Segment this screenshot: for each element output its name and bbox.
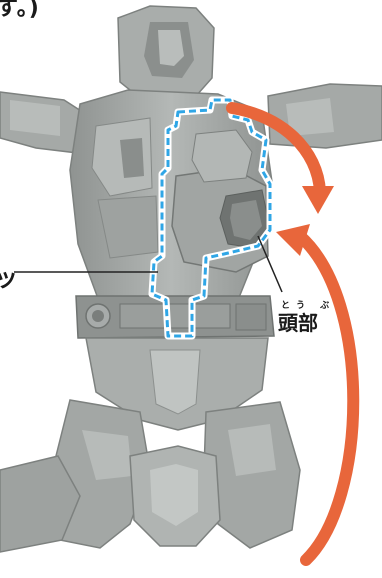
hips xyxy=(85,337,269,431)
head-part xyxy=(171,129,271,273)
parts-outline xyxy=(148,96,274,340)
curved-arrow-icon xyxy=(276,224,360,566)
waist-belt xyxy=(75,295,275,339)
right-leg xyxy=(203,401,301,549)
head-furigana: とう ぶ xyxy=(281,301,336,311)
left-leg xyxy=(0,399,151,553)
top-caption-fragment: す。) xyxy=(0,0,40,21)
top-helmet xyxy=(117,5,215,99)
head-leader-line xyxy=(257,235,283,293)
curved-arrow-icon xyxy=(226,102,334,214)
parts-label-fragment: ッ xyxy=(0,264,18,292)
right-arm xyxy=(267,83,382,149)
knees xyxy=(129,445,221,547)
head-label: 頭部 xyxy=(278,311,318,335)
